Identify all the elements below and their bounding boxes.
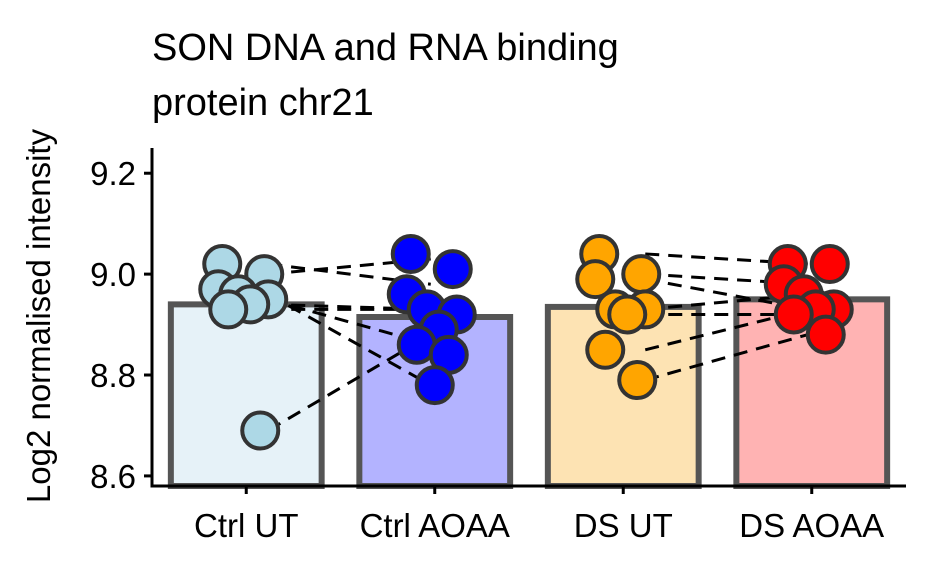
pair-line-8 [645, 272, 808, 286]
chart-title-line-1: SON DNA and RNA binding [152, 27, 619, 69]
pair-line-10 [645, 292, 808, 311]
pair-line-2 [268, 257, 431, 276]
data-point [607, 294, 648, 335]
pair-line-13 [644, 333, 809, 382]
data-point [240, 410, 281, 451]
data-point [390, 233, 431, 274]
x-tick-label: DS UT [574, 507, 673, 544]
data-point [414, 365, 455, 406]
pair-line-7 [645, 252, 808, 266]
y-tick-label: 8.6 [90, 458, 136, 495]
pair-line-0 [268, 302, 431, 311]
data-point [809, 244, 850, 285]
data-point [208, 289, 249, 330]
pair-line-3 [268, 262, 431, 286]
data-point [585, 329, 626, 370]
x-tick-label: Ctrl UT [194, 507, 298, 544]
bar-ctrl-ut [167, 301, 325, 489]
points-layer [198, 233, 854, 451]
data-point [432, 249, 473, 290]
x-tick-label: DS AOAA [739, 507, 884, 544]
pair-line-9 [644, 277, 809, 311]
data-point [773, 294, 814, 335]
data-point [805, 314, 846, 355]
data-point [575, 259, 616, 300]
data-point [621, 254, 662, 295]
pair-line-6 [267, 333, 432, 432]
chart-title-line-2: protein chr21 [152, 82, 374, 124]
pair-lines-layer [267, 252, 809, 432]
data-point [617, 360, 658, 401]
y-tick-label: 9.2 [90, 155, 136, 192]
bar-ds-aoaa [733, 296, 891, 490]
y-tick-label: 9.0 [90, 256, 136, 293]
y-axis-label: Log2 normalised intensity [20, 128, 57, 503]
y-tick-label: 8.8 [90, 357, 136, 394]
x-tick-label: Ctrl AOAA [360, 507, 510, 544]
